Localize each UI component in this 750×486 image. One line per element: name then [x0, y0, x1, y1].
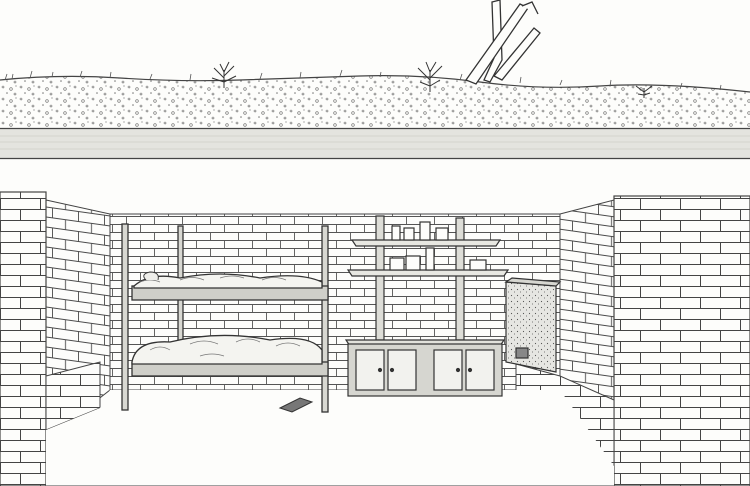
- left-brick-pillar: [0, 191, 47, 486]
- grass-line: [0, 75, 750, 93]
- shelf-item: [469, 259, 487, 271]
- ceiling-slab: [0, 127, 750, 160]
- right-brick-pillar: [613, 195, 750, 486]
- shelf-item: [391, 225, 401, 241]
- shelf-item: [425, 247, 435, 271]
- book-on-floor: [278, 397, 314, 413]
- cabinet: [344, 339, 506, 397]
- shelf-item: [405, 255, 421, 271]
- plant-right: [635, 85, 653, 98]
- floor: [46, 390, 614, 486]
- surface-ground: [0, 69, 750, 128]
- shelf-item: [435, 227, 449, 241]
- lower-mattress: [131, 334, 323, 365]
- shelf-item: [389, 257, 405, 271]
- plant-middle: [417, 61, 443, 92]
- stove: [504, 277, 562, 373]
- shelf-item: [403, 227, 415, 241]
- bunk-bed: [121, 223, 329, 413]
- broken-post: [464, 0, 541, 85]
- shelf-item: [419, 221, 431, 241]
- plant-left: [211, 61, 237, 88]
- shelves: [346, 215, 510, 341]
